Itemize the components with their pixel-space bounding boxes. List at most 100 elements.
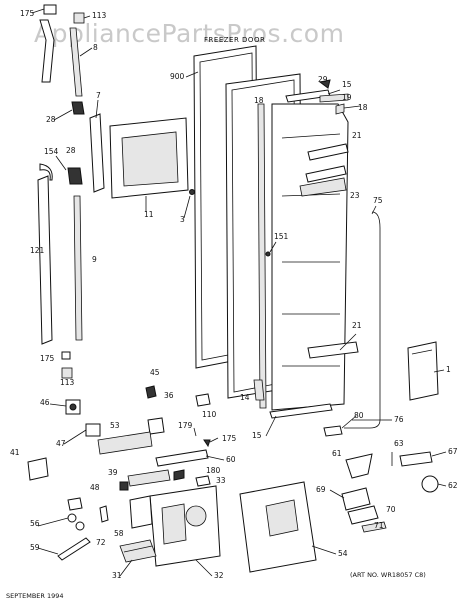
- part-121-long-bar: [37, 175, 53, 345]
- part-48: [119, 481, 129, 491]
- part-60-bar: [155, 449, 209, 467]
- footer-date: SEPTEMBER 1994: [6, 592, 64, 600]
- leader-lines: [31, 8, 447, 577]
- callout-46: 46: [40, 398, 50, 407]
- callout-39: 39: [108, 468, 118, 477]
- part-113-bottom: [61, 367, 73, 379]
- callout-175-middle: 175: [40, 354, 55, 363]
- callout-72: 72: [96, 538, 106, 547]
- part-179: [193, 427, 197, 437]
- part-top-handle-trim: [39, 19, 55, 83]
- callout-59: 59: [30, 543, 40, 552]
- callout-21-lower: 21: [352, 321, 362, 330]
- callout-31: 31: [112, 571, 122, 580]
- callout-28-top: 28: [46, 115, 56, 124]
- part-23-shelf: [299, 177, 347, 197]
- callout-48: 48: [90, 483, 100, 492]
- part-175-lower: [203, 439, 211, 448]
- part-53-panel: [97, 431, 153, 455]
- callout-113-bottom: 113: [60, 378, 75, 387]
- callout-180: 180: [206, 466, 221, 475]
- callout-121: 121: [30, 246, 45, 255]
- callout-53: 53: [110, 421, 120, 430]
- callout-18-right: 18: [358, 103, 368, 112]
- callout-15-top: 15: [342, 80, 352, 89]
- callout-151: 151: [274, 232, 289, 241]
- part-41-bracket: [27, 457, 49, 481]
- callout-56: 56: [30, 519, 40, 528]
- callout-75: 75: [373, 196, 383, 205]
- part-28-mount-bottom: [67, 167, 83, 185]
- part-46-knob: [65, 399, 81, 415]
- callout-175-top: 175: [20, 9, 35, 18]
- callout-900: 900: [170, 72, 185, 81]
- part-59-lever: [57, 537, 91, 561]
- part-15-bottom-bracket: [269, 403, 333, 419]
- part-69: [341, 487, 371, 511]
- callout-45: 45: [150, 368, 160, 377]
- part-67-bracket: [399, 451, 433, 467]
- callout-58: 58: [114, 529, 124, 538]
- callout-3: 3: [180, 215, 185, 224]
- part-61-chute: [345, 453, 373, 479]
- callout-80: 80: [354, 411, 364, 420]
- part-71: [361, 521, 387, 533]
- part-21-lower-shelf-bar: [307, 341, 359, 359]
- callout-110: 110: [202, 410, 217, 419]
- callout-71: 71: [374, 521, 384, 530]
- callout-113-top: 113: [92, 11, 107, 20]
- part-75-wire: [344, 211, 381, 429]
- part-9-vertical-strip: [73, 195, 83, 341]
- callout-23: 23: [350, 191, 360, 200]
- callout-179: 179: [178, 421, 193, 430]
- callout-29: 29: [318, 75, 328, 84]
- callout-60: 60: [226, 455, 236, 464]
- callout-1: 1: [446, 365, 451, 374]
- callout-67: 67: [448, 447, 458, 456]
- callout-9: 9: [92, 255, 97, 264]
- part-3-screw: [189, 189, 195, 195]
- callout-70: 70: [386, 505, 396, 514]
- part-11-dispenser-frame: [109, 117, 189, 199]
- callout-41: 41: [10, 448, 20, 457]
- callout-76: 76: [394, 415, 404, 424]
- callout-62: 62: [448, 481, 458, 490]
- part-58: [129, 495, 153, 529]
- part-54-cover: [239, 481, 317, 573]
- part-18-gasket-strip: [257, 103, 267, 409]
- callout-14: 14: [240, 393, 250, 402]
- callout-11: 11: [144, 210, 154, 219]
- part-18-right-bar: [335, 103, 345, 115]
- part-28-mount-top: [71, 101, 85, 115]
- callout-28-bottom: 28: [66, 146, 76, 155]
- part-62-ring: [421, 475, 439, 493]
- part-31-grille: [119, 539, 157, 563]
- callout-175-lower: 175: [222, 434, 237, 443]
- callout-61: 61: [332, 449, 342, 458]
- callout-19: 19: [342, 93, 352, 102]
- callout-21-upper: 21: [352, 131, 362, 140]
- part-45: [145, 385, 157, 399]
- part-14-strip: [253, 379, 265, 401]
- part-180: [173, 469, 185, 481]
- part-36: [147, 417, 165, 435]
- part-39: [127, 469, 171, 487]
- callout-154: 154: [44, 147, 59, 156]
- part-113-top: [73, 12, 85, 24]
- part-32-dispenser-housing: [149, 485, 221, 567]
- callout-36: 36: [164, 391, 174, 400]
- part-19-rail: [319, 93, 349, 103]
- callout-69: 69: [316, 485, 326, 494]
- part-175-top: [43, 4, 57, 15]
- callout-54: 54: [338, 549, 348, 558]
- part-70: [347, 505, 379, 525]
- part-56-assembly: [67, 497, 85, 531]
- watermark-text: AppliancePartsPros.com: [34, 19, 344, 48]
- part-1-literature: [407, 341, 439, 401]
- callout-33: 33: [216, 476, 226, 485]
- part-80-clip: [323, 425, 343, 437]
- callout-15-bottom: 15: [252, 431, 262, 440]
- part-47-switch: [85, 423, 101, 437]
- part-175-middle: [61, 351, 71, 360]
- callout-7: 7: [96, 91, 101, 100]
